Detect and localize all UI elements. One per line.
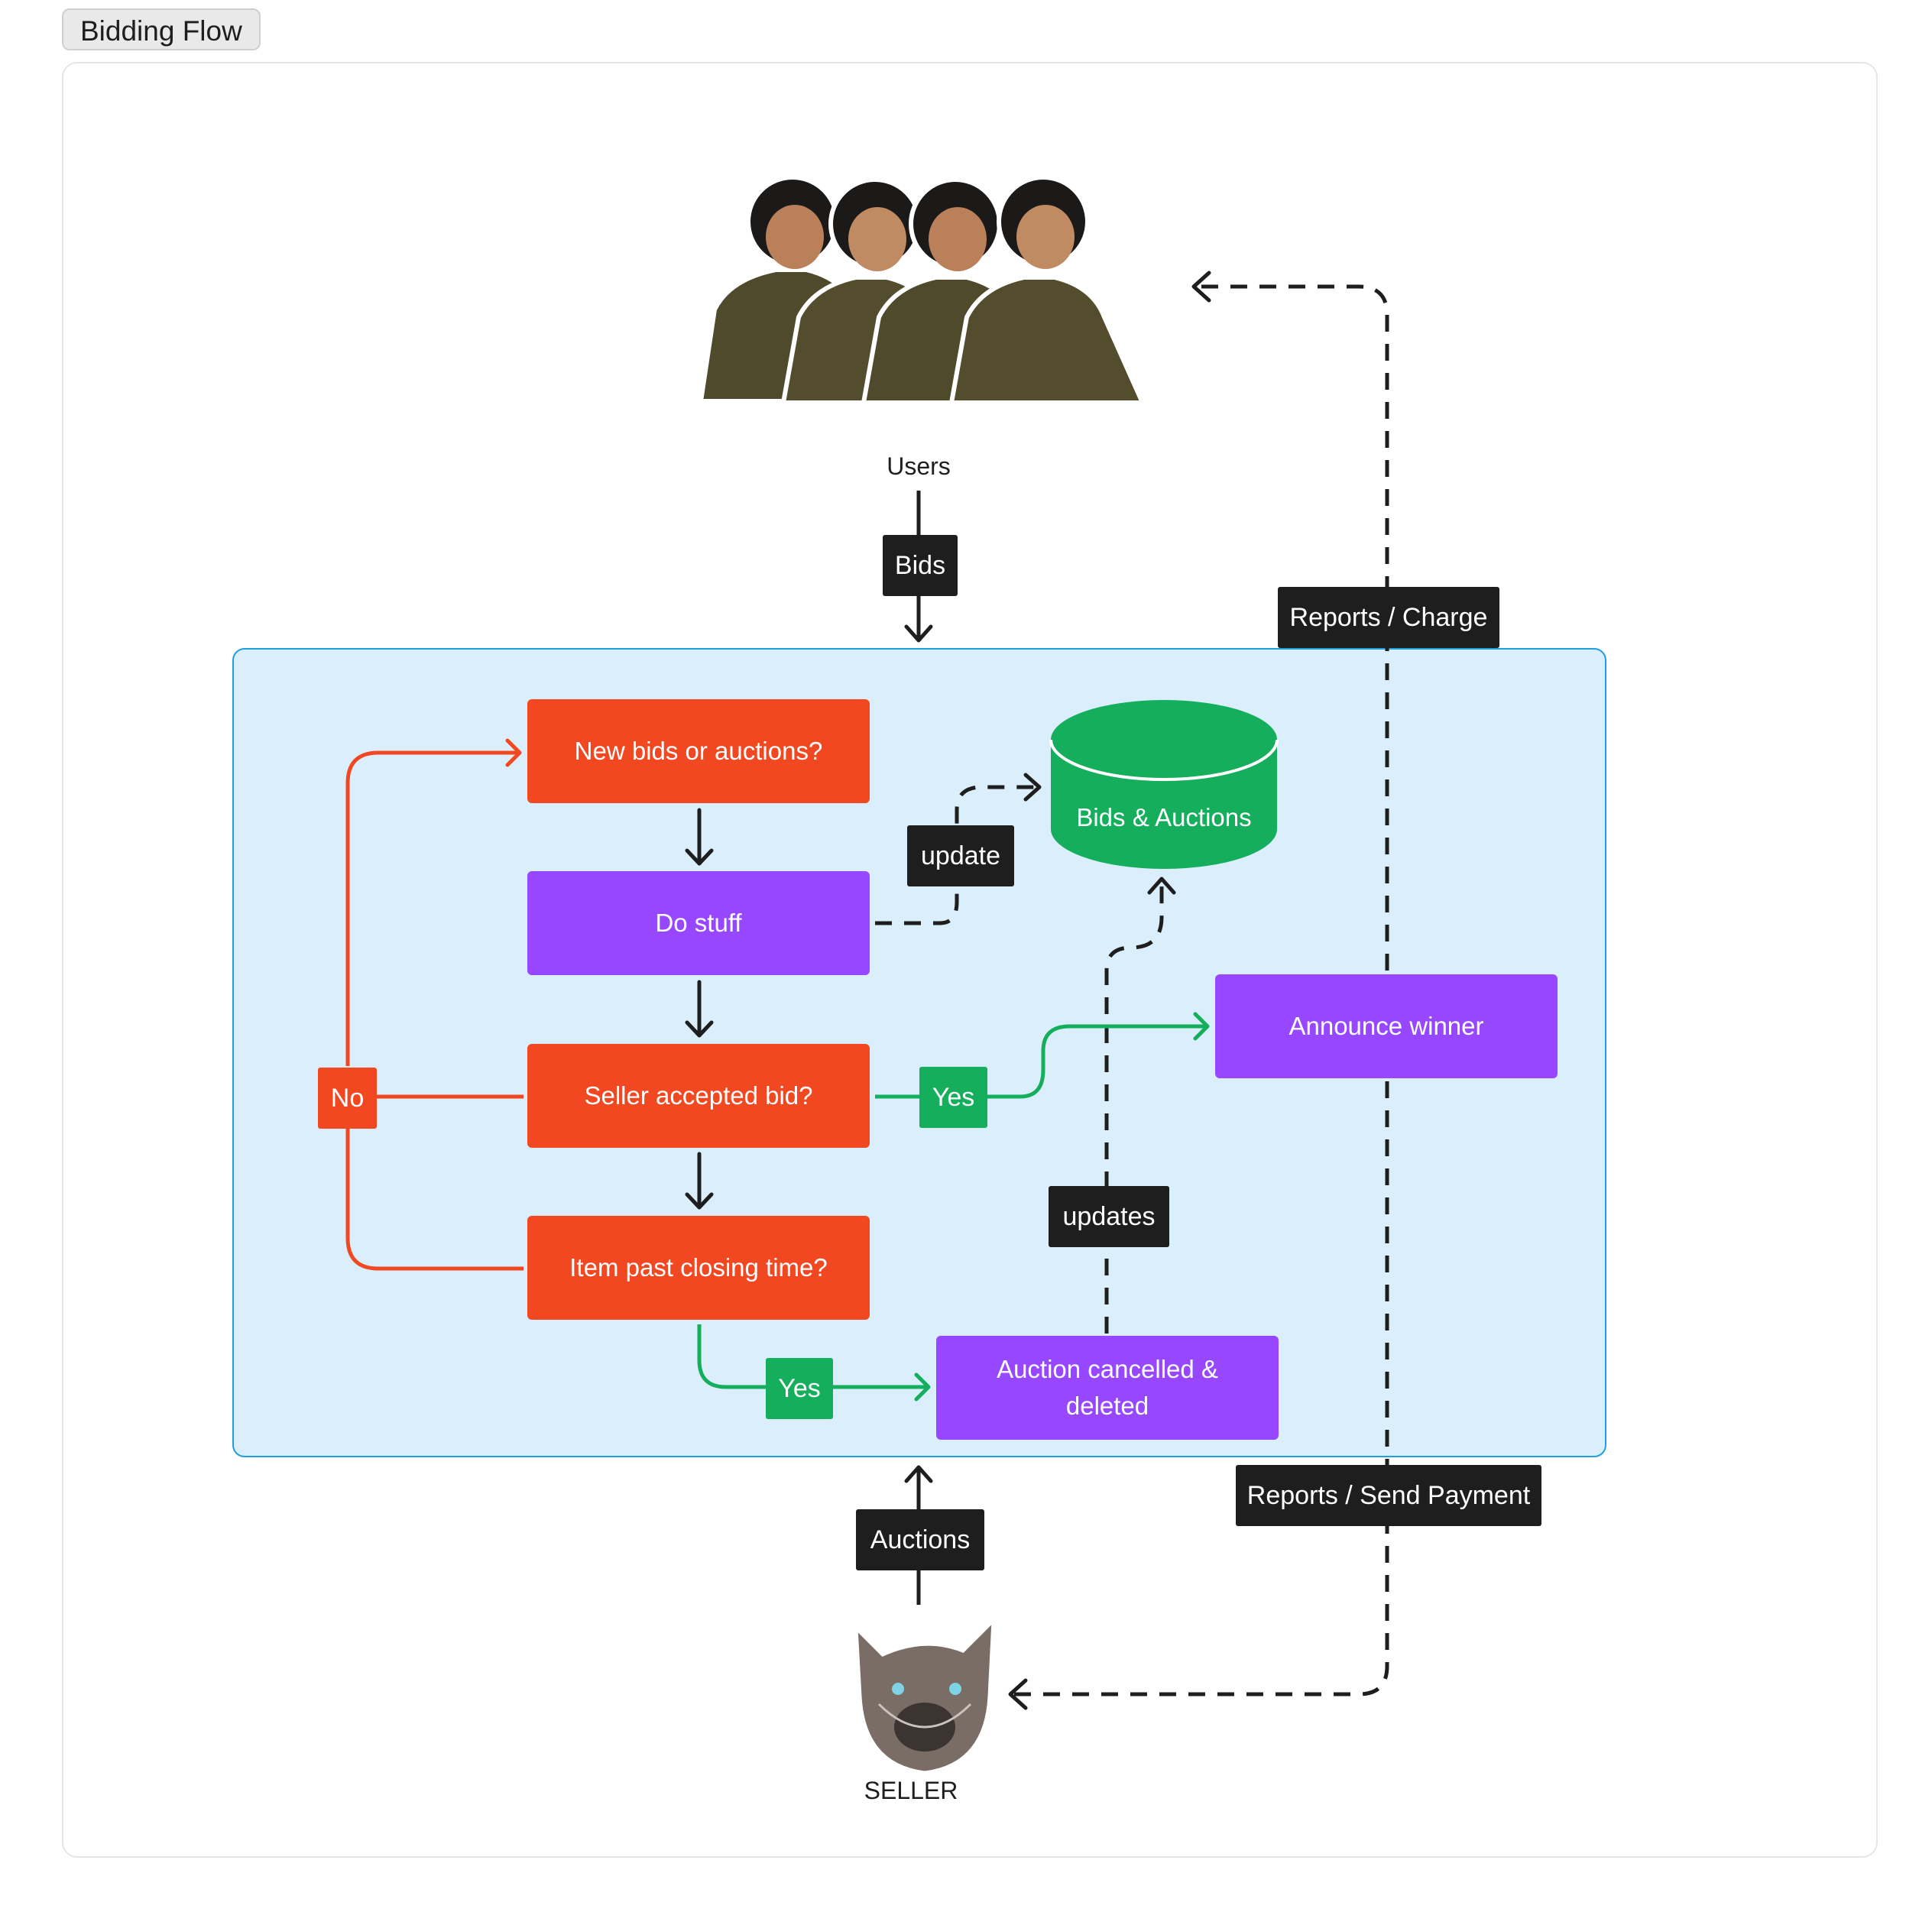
seller-image: [854, 1615, 996, 1775]
no-line-from-closing: [345, 1127, 524, 1271]
node-new-bids[interactable]: New bids or auctions?: [527, 699, 870, 803]
person-figure-4: [948, 175, 1146, 405]
node-seller-accepted[interactable]: Seller accepted bid?: [527, 1044, 870, 1148]
node-past-closing[interactable]: Item past closing time?: [527, 1216, 870, 1320]
updates-arrowhead: [1147, 877, 1176, 895]
flow-arrowhead-3: [685, 1192, 714, 1210]
seller-label: SELLER: [864, 1777, 958, 1804]
edge-label-yes-closing: Yes: [766, 1358, 833, 1419]
yes-accept-line-right: [987, 1024, 1208, 1099]
auctions-arrowhead: [904, 1465, 933, 1483]
node-do-stuff[interactable]: Do stuff: [527, 871, 870, 975]
edge-label-bids: Bids: [883, 535, 958, 596]
reports-charge-arrowhead: [1191, 271, 1211, 303]
reports-payment-arrowhead: [1008, 1678, 1028, 1710]
flow-arrowhead-2: [685, 1020, 714, 1038]
edge-label-no: No: [318, 1068, 377, 1129]
edge-label-reports-payment: Reports / Send Payment: [1236, 1465, 1541, 1526]
updates-connector: [1104, 883, 1164, 1334]
edge-label-update: update: [907, 825, 1014, 886]
yes-accept-arrowhead: [1193, 1012, 1210, 1041]
reports-payment-connector: [1013, 1081, 1389, 1696]
diagram-frame: [62, 62, 1878, 1858]
seller-eye-left: [892, 1683, 904, 1695]
yes-closing-arrowhead: [914, 1372, 931, 1402]
edge-label-auctions: Auctions: [856, 1509, 984, 1570]
update-arrowhead: [1023, 773, 1042, 802]
flow-arrowhead-1: [685, 848, 714, 866]
users-label: Users: [887, 452, 951, 480]
reports-charge-connector: [1196, 284, 1389, 971]
bids-arrowhead: [904, 624, 933, 643]
frame-title[interactable]: Bidding Flow: [62, 8, 261, 50]
node-auction-cancelled[interactable]: Auction cancelled & deleted: [936, 1336, 1279, 1440]
no-arrowhead: [505, 738, 522, 767]
database-cylinder[interactable]: [1049, 700, 1279, 869]
edge-label-reports-charge: Reports / Charge: [1278, 587, 1499, 648]
update-connector: [875, 785, 1036, 925]
edge-label-updates: updates: [1049, 1186, 1169, 1247]
seller-eye-right: [949, 1683, 961, 1695]
yes-closing-line-left: [697, 1324, 766, 1389]
node-announce-winner[interactable]: Announce winner: [1215, 974, 1558, 1078]
no-line-to-new: [345, 750, 520, 1066]
database-label: Bids & Auctions: [1076, 803, 1252, 831]
users-image: [698, 175, 1146, 405]
edge-label-yes-accept: Yes: [919, 1067, 987, 1128]
